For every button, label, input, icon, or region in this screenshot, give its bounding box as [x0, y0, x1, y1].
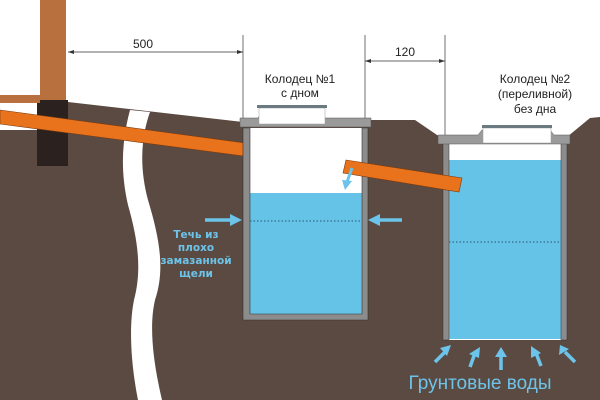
- dim-500: 500: [133, 37, 153, 51]
- groundwater-arrow-icon: [495, 347, 507, 370]
- well2-title: Колодец №2: [500, 72, 571, 86]
- groundwater-arrow-icon: [531, 346, 543, 367]
- dim-120: 120: [395, 45, 415, 59]
- groundwater-arrow-icon: [559, 345, 577, 364]
- dim-arrow-icon: [68, 50, 74, 54]
- post-base: [37, 100, 68, 166]
- leak-arrow-right-icon: [368, 214, 402, 226]
- well2-subtitle: (переливной): [498, 87, 572, 101]
- dim-arrow-icon: [237, 50, 243, 54]
- overflow-pipe: [342, 159, 463, 193]
- leak-arrow-left-icon: [205, 214, 242, 226]
- leak-label-line4: щели: [179, 268, 213, 280]
- dim-arrow-icon: [365, 59, 371, 63]
- well1-lid: [258, 107, 326, 125]
- ledge: [0, 95, 40, 103]
- well1-walls: [242, 127, 369, 321]
- dimension-lines: [68, 35, 446, 137]
- post: [40, 0, 66, 100]
- well2-wall-left: [442, 141, 450, 341]
- ground-crack: [122, 110, 162, 400]
- groundwater-arrow-icon: [433, 345, 451, 364]
- groundwater-label: Грунтовые воды: [409, 373, 552, 394]
- leak-label-line3: замазанной: [160, 255, 231, 267]
- dim-arrow-icon: [439, 59, 445, 63]
- well1-lid-top: [257, 105, 327, 108]
- well2-water: [449, 160, 561, 339]
- well2-lid-top: [482, 125, 552, 128]
- groundwater-arrow-icon: [468, 347, 480, 368]
- well2-subtitle2: без дна: [514, 102, 557, 116]
- well2-wall-right: [560, 141, 568, 341]
- leak-label-line1: Течь из: [173, 229, 218, 241]
- well1-subtitle: с дном: [281, 86, 319, 100]
- well2-lid: [482, 127, 552, 144]
- well1-water: [250, 193, 362, 314]
- leak-label-line2: плохо: [178, 242, 214, 254]
- well1-title: Колодец №1: [265, 72, 336, 86]
- flow-arrow-icon: [342, 167, 354, 190]
